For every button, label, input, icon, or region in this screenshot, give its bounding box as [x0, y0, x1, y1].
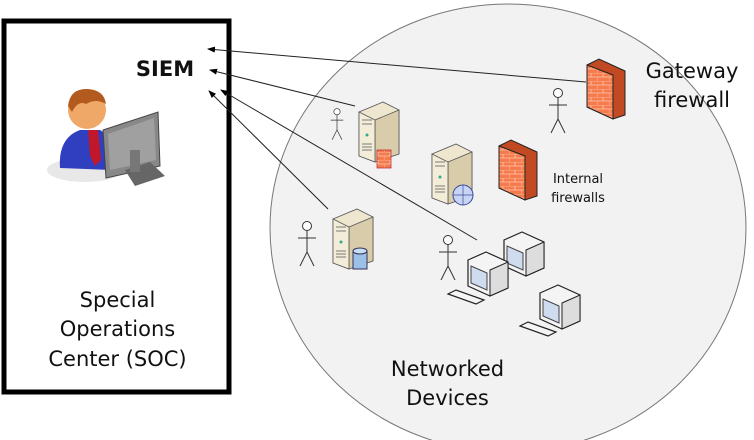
soc-title: Special Operations Center (SOC): [10, 286, 225, 374]
internal-firewall-icon: [498, 139, 538, 201]
soc-title-line: Special: [79, 288, 156, 312]
arrow-server-to-siem: [209, 68, 356, 107]
network-title-line: Devices: [406, 386, 489, 411]
gateway-label-line: firewall: [653, 88, 731, 113]
soc-title-line: Operations: [59, 317, 176, 342]
internal-label-line: firewalls: [551, 190, 605, 206]
arrow-gateway-to-siem: [207, 46, 587, 83]
internal-firewalls-label: Internal firewalls: [538, 171, 618, 209]
gateway-firewall-label: Gateway firewall: [630, 57, 754, 116]
networked-devices-label: Networked Devices: [360, 355, 535, 414]
analyst-at-computer-icon: [47, 88, 165, 186]
gateway-firewall-icon: [586, 58, 626, 120]
siem-label: SIEM: [135, 57, 195, 81]
soc-box: [1, 18, 232, 395]
siem-arrows: [207, 46, 587, 241]
internal-label-line: Internal: [552, 172, 604, 187]
gateway-label-line: Gateway: [645, 59, 739, 83]
network-title-line: Networked: [390, 357, 505, 381]
database-icon: [352, 247, 368, 270]
arrow-db-server-to-siem: [208, 90, 329, 210]
arrow-workstations-to-siem: [220, 89, 478, 241]
host-firewall-icon: [376, 149, 392, 169]
soc-title-line: Center (SOC): [48, 346, 187, 371]
